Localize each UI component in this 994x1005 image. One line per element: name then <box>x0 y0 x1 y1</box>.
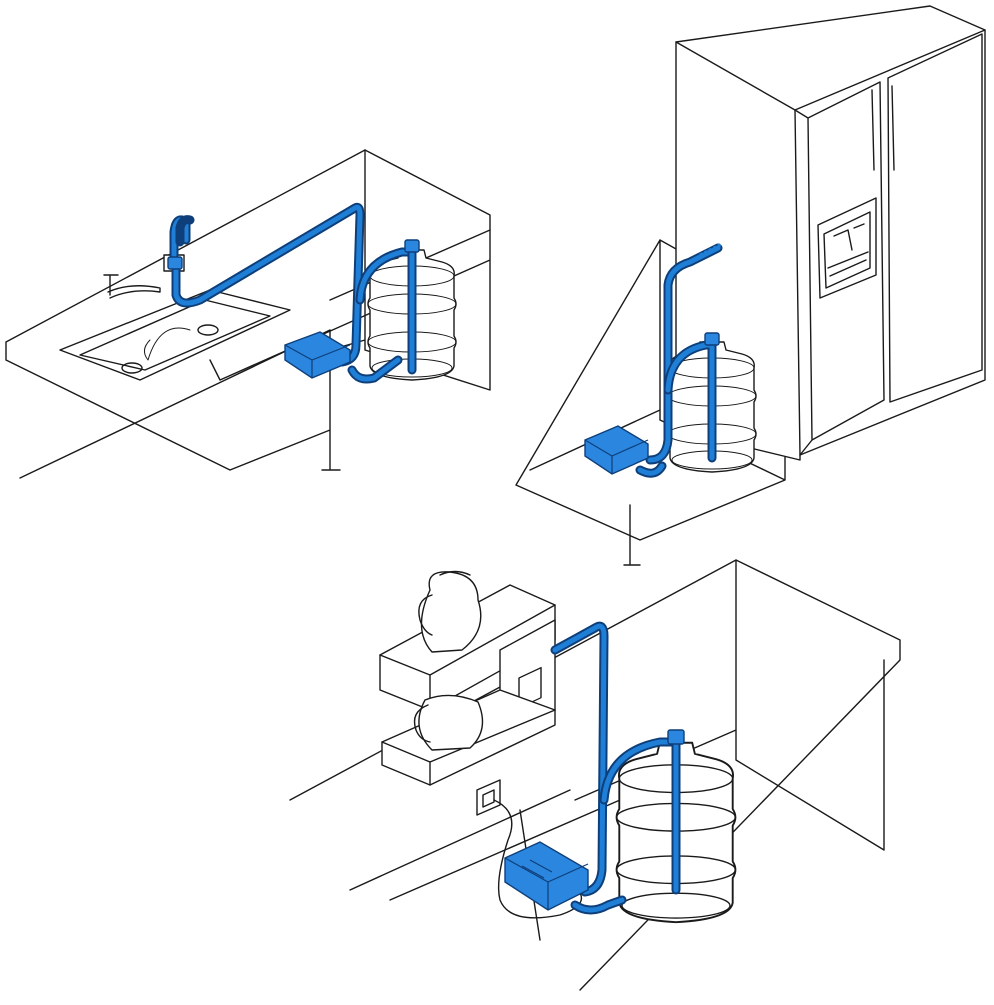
sink-drain-2 <box>197 324 219 336</box>
fridge-feed-dash <box>699 242 723 257</box>
water-pump-fridge <box>584 425 649 475</box>
water-pump-sink <box>284 331 351 379</box>
wall-outlet <box>476 779 501 816</box>
scene-refrigerator <box>515 5 986 566</box>
sink-drain <box>121 362 143 374</box>
carafe-top <box>420 571 482 653</box>
coffee-cabinet <box>289 559 901 991</box>
power-cord <box>493 799 583 919</box>
ice-dispenser-recess <box>823 211 871 289</box>
sink-basin-cord <box>144 327 191 361</box>
filter-faucet <box>167 215 195 270</box>
bottle-cap-coffee <box>667 729 685 745</box>
dispenser-lever <box>833 223 865 251</box>
sink-basin <box>59 289 291 381</box>
refrigerator-handles <box>871 85 895 171</box>
carafe-bottom <box>418 694 484 751</box>
water-tubing <box>169 202 723 915</box>
carafe-top-handle <box>418 570 471 636</box>
coffee-maker-base-edges <box>381 709 556 786</box>
sink-faucet <box>103 274 161 299</box>
carafe-bottom-handle <box>413 704 431 743</box>
ice-dispenser <box>817 197 877 299</box>
sink-countertop <box>5 149 491 479</box>
scene-coffee-maker <box>289 559 901 991</box>
outlet-plate <box>482 789 495 808</box>
bottle-cap-fridge <box>704 332 720 346</box>
refrigerator-doors <box>794 33 983 456</box>
bottle-cap-sink <box>404 239 420 253</box>
water-pump-coffee <box>504 841 589 911</box>
